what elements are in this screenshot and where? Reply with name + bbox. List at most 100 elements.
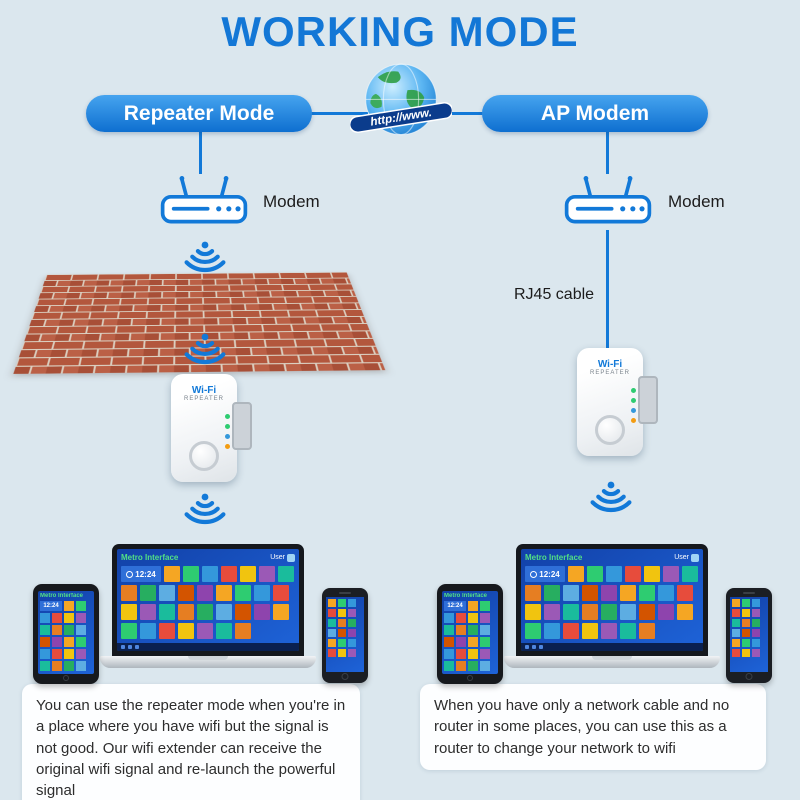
app-tile: [64, 625, 74, 635]
repeater-mode-description: You can use the repeater mode when you'r…: [22, 684, 360, 800]
led-green: [225, 424, 230, 429]
app-tile: [480, 625, 490, 635]
wifi-repeater-device: Wi-Fi REPEATER: [171, 374, 252, 482]
wifi-signal-icon: [173, 330, 237, 366]
status-leds: [631, 388, 636, 423]
app-tile: [752, 629, 760, 637]
app-tile: [328, 619, 336, 627]
app-tile: [121, 623, 137, 639]
app-tile: [525, 623, 541, 639]
screen-title: Metro Interface: [121, 553, 179, 562]
app-tile: [544, 623, 560, 639]
app-tile: [338, 599, 346, 607]
metro-screen: Metro Interface 12:24: [442, 591, 498, 674]
app-tile: [76, 625, 86, 635]
ap-mode-description: When you have only a network cable and n…: [420, 684, 766, 770]
app-tile: [183, 566, 199, 582]
app-tile: [40, 637, 50, 647]
metro-screen: [730, 597, 768, 672]
modem-label: Modem: [668, 192, 725, 211]
metro-screen: [326, 597, 364, 672]
connector-line: [432, 112, 484, 115]
app-tile: [348, 599, 356, 607]
laptop: Metro Interface User 12:24: [100, 544, 316, 668]
app-tile: [582, 623, 598, 639]
status-leds: [225, 414, 230, 449]
app-tile: [682, 566, 698, 582]
app-tile: [639, 604, 655, 620]
app-tile: [468, 601, 478, 611]
wall-plug: [232, 402, 252, 450]
app-tile: [52, 661, 62, 671]
wifi-signal-icon: [579, 478, 643, 514]
brand-line2: REPEATER: [590, 370, 630, 376]
app-tile: [328, 609, 336, 617]
app-tile: [525, 585, 541, 601]
taskbar: [521, 643, 703, 651]
app-tile: [456, 649, 466, 659]
app-tile: [456, 661, 466, 671]
app-tile: [254, 604, 270, 620]
app-tile: [40, 649, 50, 659]
app-tile: [732, 609, 740, 617]
app-tile: [444, 625, 454, 635]
app-tile: [544, 604, 560, 620]
app-tile: [563, 604, 579, 620]
app-tile: [221, 566, 237, 582]
app-tile: [620, 585, 636, 601]
app-tile: [444, 637, 454, 647]
app-tile: [140, 604, 156, 620]
app-tile: [64, 613, 74, 623]
brand-line1: Wi-Fi: [191, 385, 217, 396]
led-orange: [225, 444, 230, 449]
app-tile: [348, 629, 356, 637]
app-tile: [468, 625, 478, 635]
screen-header: Metro Interface User: [121, 552, 295, 563]
page-title: WORKING MODE: [221, 8, 579, 55]
smartphone: [726, 588, 772, 683]
app-tile: [202, 566, 218, 582]
app-tile: [40, 661, 50, 671]
app-tile: [348, 639, 356, 647]
app-tile: [582, 604, 598, 620]
app-tile: [197, 585, 213, 601]
app-tile: [64, 649, 74, 659]
app-tile: [259, 566, 275, 582]
app-tile: [254, 585, 270, 601]
app-tile: [278, 566, 294, 582]
laptop-base: [100, 656, 316, 668]
clock-text: 12:24: [43, 603, 59, 609]
connector-line: [606, 131, 609, 174]
led-blue: [631, 408, 636, 413]
app-tile: [52, 613, 62, 623]
app-tile: [620, 623, 636, 639]
app-tile: [140, 585, 156, 601]
app-tiles-grid: 12:24: [444, 601, 496, 671]
avatar: [287, 553, 295, 562]
app-tile: [444, 613, 454, 623]
modem-icon: [158, 172, 250, 229]
modem-label: Modem: [263, 192, 320, 211]
app-tile: [480, 649, 490, 659]
app-tile: [197, 623, 213, 639]
app-tile: [76, 613, 86, 623]
app-tile: [732, 619, 740, 627]
tablet: Metro Interface 12:24: [437, 584, 503, 684]
screen-title: Metro Interface: [40, 593, 84, 599]
app-tile: [216, 585, 232, 601]
app-tile: [178, 585, 194, 601]
app-tile: [121, 604, 137, 620]
led-green: [631, 388, 636, 393]
clock-icon: [530, 570, 538, 578]
user-chip: User: [270, 553, 295, 562]
app-tile: [468, 649, 478, 659]
app-tile: [742, 609, 750, 617]
app-tile: [52, 625, 62, 635]
clock-tile: 12:24: [121, 566, 161, 582]
app-tile: [121, 585, 137, 601]
tablet: Metro Interface 12:24: [33, 584, 99, 684]
app-tile: [480, 601, 490, 611]
metro-screen: Metro Interface User 12:24: [117, 549, 299, 651]
app-tile: [742, 649, 750, 657]
